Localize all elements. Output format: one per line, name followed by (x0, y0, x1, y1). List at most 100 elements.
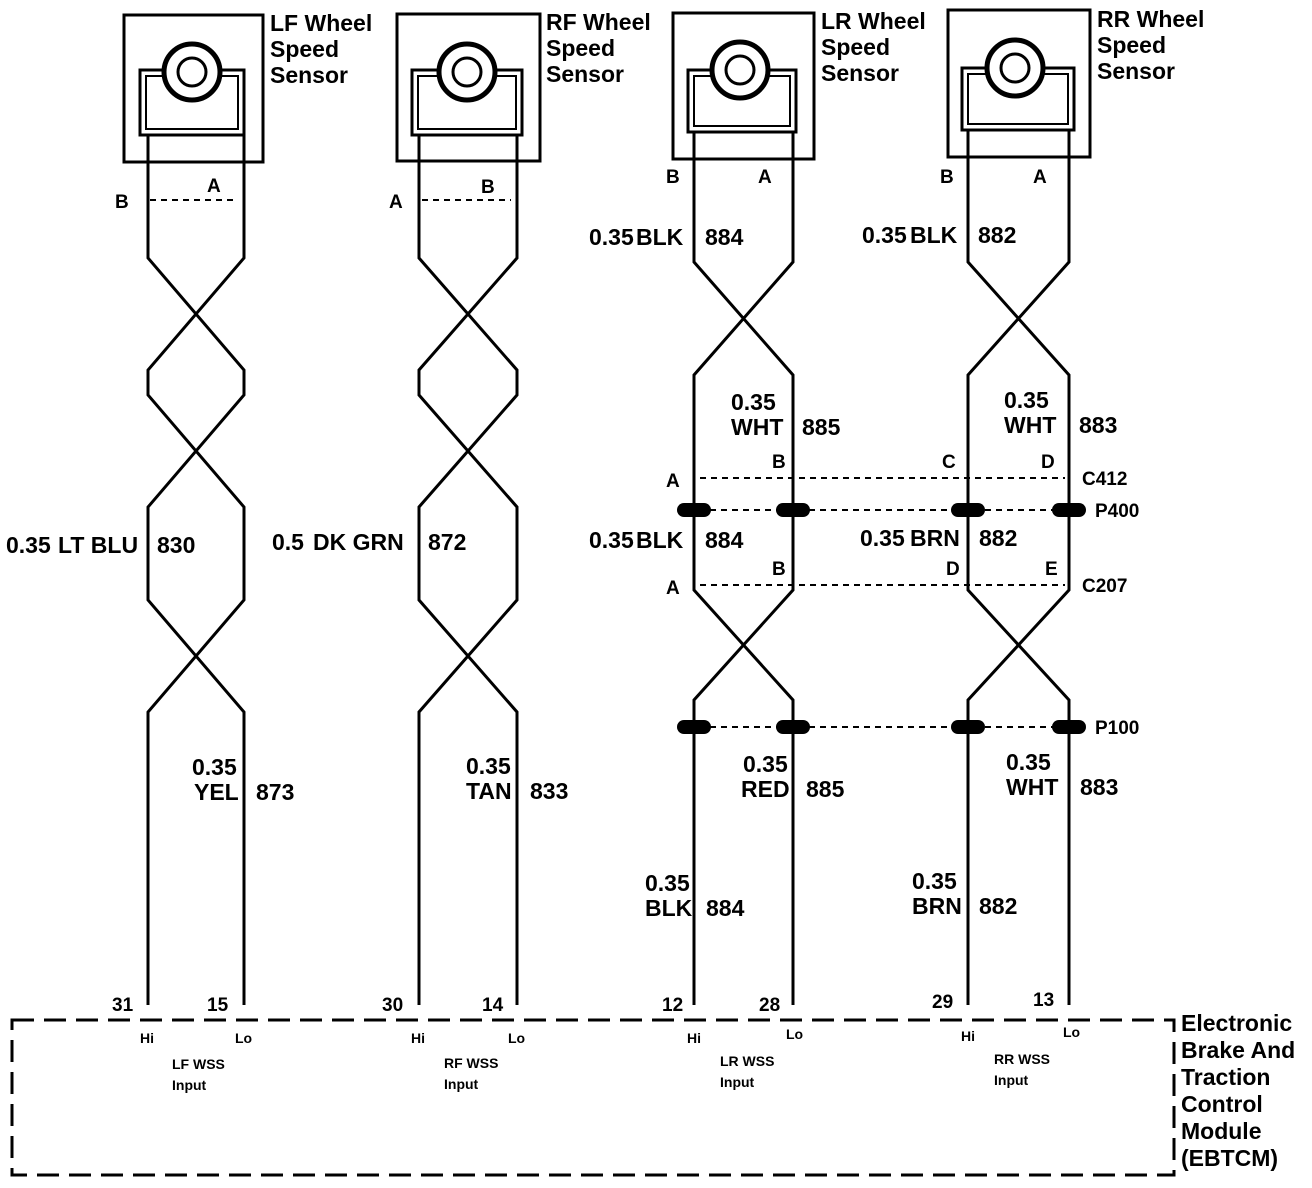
rr-wire-3-color: BRN (910, 525, 960, 551)
lr-sensor-title-3: Sensor (821, 60, 899, 86)
module-name-4: Control (1181, 1091, 1263, 1117)
lr-wire-5-size: 0.35 (645, 870, 690, 896)
lr-wire-5-color: BLK (645, 895, 693, 921)
c207-pin-d: D (946, 559, 960, 580)
rr-input-label-2: Input (994, 1072, 1029, 1088)
lr-wire-2-color: WHT (731, 414, 783, 440)
lf-wire-lo-color: YEL (194, 779, 239, 805)
rr-sensor-title-2: Speed (1097, 32, 1166, 58)
lf-sensor-title-3: Sensor (270, 62, 348, 88)
rr-wire-1-color: BLK (910, 222, 958, 248)
lr-hi-label: Hi (687, 1030, 701, 1046)
lr-wire-1-color: BLK (636, 224, 684, 250)
connector-c207: A B D E C207 (666, 559, 1127, 599)
lr-wire-3-size: 0.35 (589, 527, 634, 553)
lf-lo-label: Lo (235, 1030, 252, 1046)
rf-wire-lo-circuit: 833 (530, 778, 568, 804)
connector-p100: P100 (677, 718, 1139, 739)
lf-sensor: LF Wheel Speed Sensor B A 0.35 LT BLU 83… (6, 10, 372, 1093)
c207-label: C207 (1082, 576, 1127, 597)
rf-input-label-1: RF WSS (444, 1055, 498, 1071)
lr-wire-4-color: RED (741, 776, 790, 802)
lr-wire-2-circuit: 885 (802, 414, 841, 440)
rr-wire-4-circuit: 883 (1080, 774, 1118, 800)
lf-input-label-2: Input (172, 1077, 207, 1093)
rr-sensor: RR Wheel Speed Sensor B A 0.35 BLK 882 0… (860, 6, 1204, 1088)
rr-wire-3-size: 0.35 (860, 525, 905, 551)
rf-lo-label: Lo (508, 1030, 525, 1046)
lr-wire-4-size: 0.35 (743, 751, 788, 777)
lf-wire-lo-circuit: 873 (256, 779, 294, 805)
rf-input-label-2: Input (444, 1076, 479, 1092)
rr-lo-label: Lo (1063, 1024, 1080, 1040)
rr-module-pin-hi: 29 (932, 992, 953, 1013)
rr-wire-4-size: 0.35 (1006, 749, 1051, 775)
rf-sensor-title-2: Speed (546, 35, 615, 61)
rf-sensor-title-1: RF Wheel (546, 9, 651, 35)
rf-sensor: RF Wheel Speed Sensor A B 0.5 DK GRN 872… (272, 9, 651, 1092)
rf-sensor-title-3: Sensor (546, 61, 624, 87)
lr-wire-1-size: 0.35 (589, 224, 634, 250)
c412-pin-d: D (1041, 452, 1055, 473)
module-name-2: Brake And (1181, 1037, 1295, 1063)
lr-pin-right: A (758, 167, 772, 188)
lf-input-label-1: LF WSS (172, 1056, 225, 1072)
lf-hi-label: Hi (140, 1030, 154, 1046)
c412-pin-a: A (666, 471, 680, 492)
connector-c412: A B C D C412 (666, 452, 1127, 492)
rr-input-label-1: RR WSS (994, 1051, 1050, 1067)
lr-wire-3-color: BLK (636, 527, 684, 553)
lr-wire-1-circuit: 884 (705, 224, 744, 250)
rr-wire-2-circuit: 883 (1079, 412, 1117, 438)
lf-wire-lo-size: 0.35 (192, 754, 237, 780)
lr-sensor: LR Wheel Speed Sensor B A 0.35 BLK 884 0… (589, 8, 926, 1090)
lf-wire-hi-color: LT BLU (58, 532, 138, 558)
lr-lo-label: Lo (786, 1026, 803, 1042)
lf-module-pin-hi: 31 (112, 995, 134, 1016)
lr-wire-2-size: 0.35 (731, 389, 776, 415)
rr-wire-3-circuit: 882 (979, 525, 1017, 551)
c412-label: C412 (1082, 469, 1127, 490)
rr-sensor-title-3: Sensor (1097, 58, 1175, 84)
p400-label: P400 (1095, 501, 1139, 522)
module-name-5: Module (1181, 1118, 1262, 1144)
rr-hi-label: Hi (961, 1028, 975, 1044)
rf-hi-label: Hi (411, 1030, 425, 1046)
rf-wire-hi-color: DK GRN (313, 529, 404, 555)
lr-wire-5-circuit: 884 (706, 895, 745, 921)
lf-sensor-title-2: Speed (270, 36, 339, 62)
module-name-6: (EBTCM) (1181, 1145, 1278, 1171)
lr-sensor-title-2: Speed (821, 34, 890, 60)
rf-module-pin-lo: 14 (482, 995, 504, 1016)
lf-wire-hi-circuit: 830 (157, 532, 195, 558)
lf-sensor-title-1: LF Wheel (270, 10, 372, 36)
p100-label: P100 (1095, 718, 1139, 739)
rf-pin-left: A (389, 192, 403, 213)
rr-wire-5-size: 0.35 (912, 868, 957, 894)
rr-module-pin-lo: 13 (1033, 990, 1054, 1011)
c207-pin-a: A (666, 578, 680, 599)
rr-wire-4-color: WHT (1006, 774, 1058, 800)
rr-sensor-title-1: RR Wheel (1097, 6, 1204, 32)
lr-wire-3-circuit: 884 (705, 527, 744, 553)
lr-wire-4-circuit: 885 (806, 776, 845, 802)
lr-sensor-title-1: LR Wheel (821, 8, 926, 34)
lr-input-label-2: Input (720, 1074, 755, 1090)
lf-wire-hi-size: 0.35 (6, 532, 51, 558)
lr-pin-left: B (666, 167, 680, 188)
rr-wire-5-color: BRN (912, 893, 962, 919)
rr-pin-left: B (940, 167, 954, 188)
lf-module-pin-lo: 15 (207, 995, 229, 1016)
c412-pin-b: B (772, 452, 786, 473)
rf-wire-lo-color: TAN (466, 778, 512, 804)
rr-wire-1-size: 0.35 (862, 222, 907, 248)
lr-module-pin-lo: 28 (759, 995, 780, 1016)
rf-wire-hi-circuit: 872 (428, 529, 466, 555)
ebtcm-module: Electronic Brake And Traction Control Mo… (10, 1010, 1295, 1177)
lr-input-label-1: LR WSS (720, 1053, 774, 1069)
rr-wire-2-color: WHT (1004, 412, 1056, 438)
lf-pin-left: B (115, 192, 129, 213)
c412-pin-c: C (942, 452, 956, 473)
connector-p400: P400 (677, 501, 1139, 522)
